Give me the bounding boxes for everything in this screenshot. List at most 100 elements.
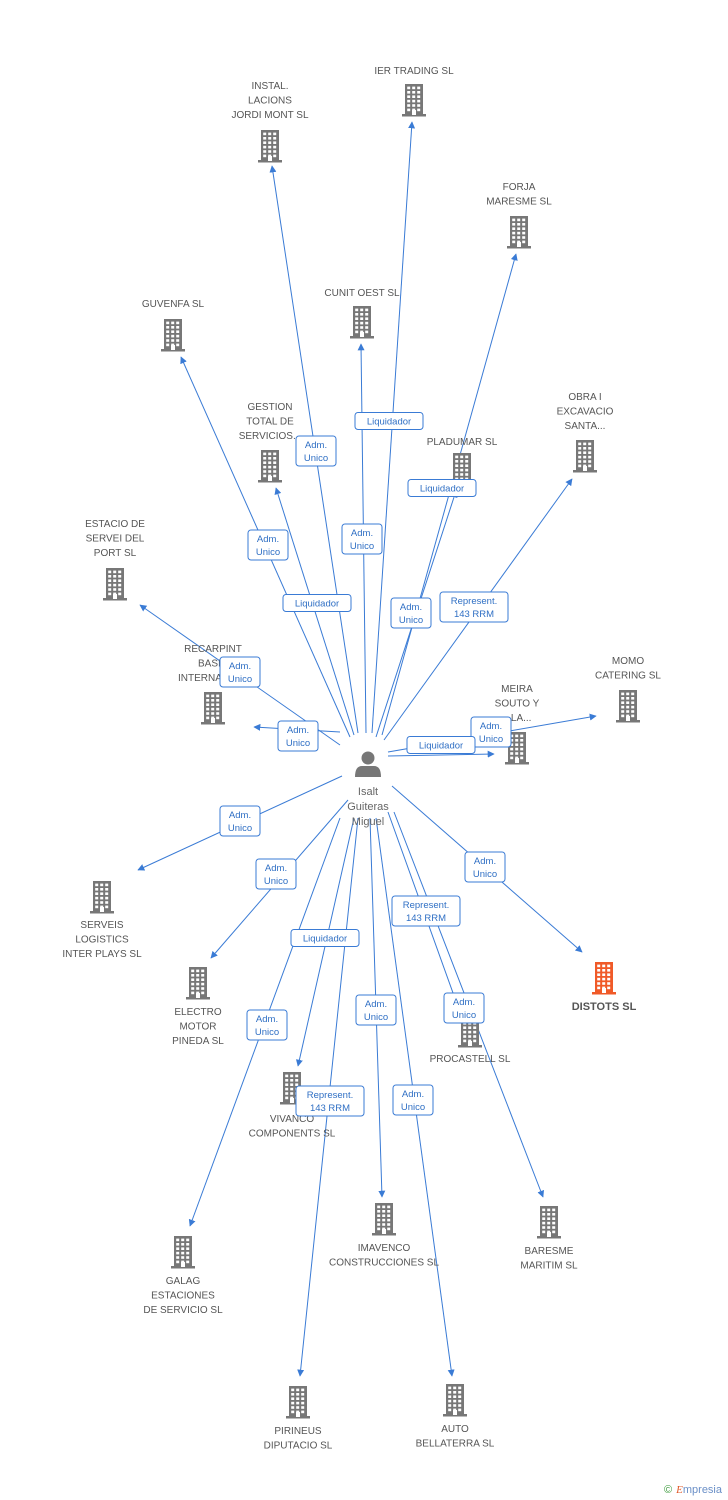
company-name[interactable]: PROCASTELL SL — [430, 1054, 511, 1065]
role-badge-pirineus[interactable]: Represent.143 RRM — [295, 1085, 365, 1117]
company-name[interactable]: PLADUMAR SL — [427, 437, 498, 448]
company-name[interactable]: LACIONS — [248, 96, 292, 107]
company-name[interactable]: MEIRA — [501, 684, 533, 695]
company-name[interactable]: INTER PLAYS SL — [62, 949, 142, 960]
company-name[interactable]: COMPONENTS SL — [249, 1129, 336, 1140]
company-node-distots[interactable]: DISTOTS SL — [572, 962, 637, 1013]
company-name[interactable]: MARESME SL — [486, 197, 552, 208]
company-name[interactable]: PORT SL — [94, 548, 137, 559]
role-badge-distots[interactable]: Adm.Unico — [464, 851, 506, 883]
building-icon[interactable] — [350, 306, 374, 339]
building-icon[interactable] — [201, 692, 225, 725]
role-badge-auto[interactable]: Adm.Unico — [392, 1084, 434, 1116]
company-node-electro[interactable]: ELECTRO MOTOR PINEDA SL — [172, 967, 224, 1047]
company-name[interactable]: SANTA... — [565, 421, 606, 432]
company-name[interactable]: SERVEIS — [80, 920, 123, 931]
company-name[interactable]: BELLATERRA SL — [416, 1439, 495, 1450]
company-name[interactable]: PINEDA SL — [172, 1036, 224, 1047]
company-node-imavenco[interactable]: IMAVENCO CONSTRUCCIONES SL — [329, 1203, 439, 1269]
role-badge-galag[interactable]: Adm.Unico — [246, 1009, 288, 1041]
company-name[interactable]: SERVICIOS... — [239, 431, 302, 442]
company-name[interactable]: IER TRADING SL — [374, 66, 454, 77]
company-name[interactable]: SOUTO Y — [495, 699, 540, 710]
building-icon[interactable] — [161, 319, 185, 352]
role-badge-forja[interactable]: Liquidador — [407, 479, 477, 497]
company-name[interactable]: ...LA... — [503, 713, 532, 724]
role-badge-estacio[interactable]: Adm.Unico — [219, 656, 261, 688]
building-icon[interactable] — [90, 881, 114, 914]
building-icon[interactable] — [443, 1384, 467, 1417]
company-name[interactable]: CONSTRUCCIONES SL — [329, 1258, 439, 1269]
company-node-auto[interactable]: AUTO BELLATERRA SL — [416, 1384, 495, 1450]
company-name[interactable]: AUTO — [441, 1424, 469, 1435]
role-badge-pladumar[interactable]: Adm.Unico — [390, 597, 432, 629]
building-icon[interactable] — [402, 84, 426, 117]
company-name[interactable]: RECARPINT — [184, 644, 242, 655]
role-badge-serveis[interactable]: Adm.Unico — [219, 805, 261, 837]
building-icon[interactable] — [186, 967, 210, 1000]
company-name[interactable]: MOTOR — [179, 1022, 216, 1033]
company-node-baresme[interactable]: BARESME MARITIM SL — [520, 1206, 578, 1272]
role-badge-vivanco[interactable]: Liquidador — [290, 929, 360, 947]
company-name[interactable]: ESTACIO DE — [85, 519, 145, 530]
role-badge-procastell[interactable]: Represent.143 RRM — [391, 895, 461, 927]
building-icon[interactable] — [537, 1206, 561, 1239]
person-name[interactable]: Miguel — [352, 816, 384, 828]
company-name[interactable]: MOMO — [612, 656, 644, 667]
role-badge-cunit[interactable]: Adm.Unico — [341, 523, 383, 555]
role-badge-baresme[interactable]: Adm.Unico — [443, 992, 485, 1024]
company-name[interactable]: LOGISTICS — [75, 935, 129, 946]
company-name[interactable]: GESTION — [247, 402, 292, 413]
role-badge-instal[interactable]: Adm.Unico — [295, 435, 337, 467]
company-name[interactable]: CUNIT OEST SL — [324, 288, 400, 299]
company-name[interactable]: JORDI MONT SL — [231, 110, 308, 121]
company-name[interactable]: BASIC — [198, 659, 228, 670]
company-node-obra[interactable]: OBRA I EXCAVACIO SANTA... — [557, 392, 614, 473]
company-node-ier[interactable]: IER TRADING SL — [374, 66, 454, 117]
company-node-pirineus[interactable]: PIRINEUS DIPUTACIO SL — [264, 1386, 333, 1452]
company-name[interactable]: DISTOTS SL — [572, 1001, 637, 1013]
role-badge-imavenco[interactable]: Adm.Unico — [355, 994, 397, 1026]
building-icon[interactable] — [592, 962, 616, 995]
company-name[interactable]: GALAG — [166, 1276, 201, 1287]
building-icon[interactable] — [103, 568, 127, 601]
role-badge-obra[interactable]: Represent.143 RRM — [439, 591, 509, 623]
company-name[interactable]: CATERING SL — [595, 671, 661, 682]
company-name[interactable]: DIPUTACIO SL — [264, 1441, 333, 1452]
company-name[interactable]: TOTAL DE — [246, 417, 294, 428]
company-node-gestion[interactable]: GESTION TOTAL DE SERVICIOS... — [239, 402, 302, 483]
company-name[interactable]: IMAVENCO — [358, 1243, 411, 1254]
company-node-recarpint[interactable]: RECARPINT BASIC INTERNACIO... — [178, 644, 248, 725]
company-name[interactable]: EXCAVACIO — [557, 407, 614, 418]
company-name[interactable]: PIRINEUS — [274, 1426, 322, 1437]
building-icon[interactable] — [258, 130, 282, 163]
role-badge-guvenfa[interactable]: Adm.Unico — [247, 529, 289, 561]
building-icon[interactable] — [258, 450, 282, 483]
company-name[interactable]: SERVEI DEL — [86, 534, 145, 545]
company-name[interactable]: BARESME — [525, 1246, 574, 1257]
company-node-estacio[interactable]: ESTACIO DE SERVEI DEL PORT SL — [85, 519, 145, 601]
building-icon[interactable] — [616, 690, 640, 723]
company-node-pladumar[interactable]: PLADUMAR SL — [427, 437, 498, 486]
company-node-galag[interactable]: GALAG ESTACIONES DE SERVICIO SL — [143, 1236, 223, 1316]
building-icon[interactable] — [505, 732, 529, 765]
company-name[interactable]: OBRA I — [568, 392, 601, 403]
person-name[interactable]: Guiteras — [347, 801, 389, 813]
building-icon[interactable] — [573, 440, 597, 473]
company-name[interactable]: ELECTRO — [174, 1007, 221, 1018]
company-name[interactable]: MARITIM SL — [520, 1261, 578, 1272]
company-node-cunit[interactable]: CUNIT OEST SL — [324, 288, 400, 339]
building-icon[interactable] — [507, 216, 531, 249]
company-name[interactable]: DE SERVICIO SL — [143, 1305, 223, 1316]
company-node-serveis[interactable]: SERVEIS LOGISTICS INTER PLAYS SL — [62, 881, 142, 960]
company-name[interactable]: GUVENFA SL — [142, 299, 205, 310]
company-node-guvenfa[interactable]: GUVENFA SL — [142, 299, 205, 352]
company-name[interactable]: INTERNACIO... — [178, 673, 248, 684]
company-name[interactable]: FORJA — [503, 182, 536, 193]
role-badge-recarpint[interactable]: Adm.Unico — [277, 720, 319, 752]
person-name[interactable]: Isalt — [358, 786, 378, 798]
company-name[interactable]: ESTACIONES — [151, 1291, 215, 1302]
role-badge-electro[interactable]: Adm.Unico — [255, 858, 297, 890]
building-icon[interactable] — [171, 1236, 195, 1269]
company-name[interactable]: VIVANCO — [270, 1114, 314, 1125]
